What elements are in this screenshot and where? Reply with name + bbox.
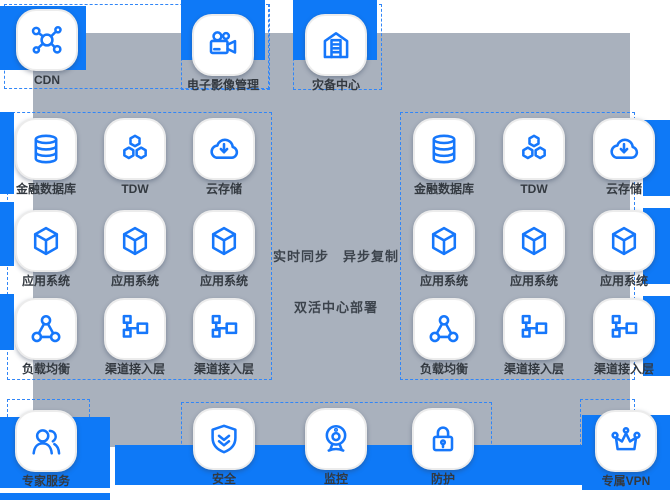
access-layer-node: [104, 298, 166, 360]
database-node: [413, 118, 475, 180]
shield-check-icon: [206, 421, 242, 457]
users-icon: [28, 423, 64, 459]
cube-icon: [426, 223, 462, 259]
cube-node-label: 应用系统: [419, 274, 468, 288]
database-node-label: 金融数据库: [15, 182, 76, 196]
access-layer-node-label: 渠道接入层: [593, 362, 654, 376]
load-balancer-node: [15, 298, 77, 360]
tdw-hexagons-node: [104, 118, 166, 180]
database-node-label: 金融数据库: [413, 182, 474, 196]
access-layer-icon: [117, 311, 153, 347]
lock-node: [412, 408, 474, 470]
cdn-network-node-label: CDN: [34, 73, 60, 87]
cube-node-label: 应用系统: [599, 274, 648, 288]
webcam-icon: [318, 421, 354, 457]
cube-node-label: 应用系统: [110, 274, 159, 288]
cube-icon: [606, 223, 642, 259]
load-balancer-icon: [28, 311, 64, 347]
webcam-node-label: 监控: [323, 472, 348, 486]
tdw-hexagons-node: [503, 118, 565, 180]
cube-icon: [117, 223, 153, 259]
access-layer-node: [503, 298, 565, 360]
cube-node: [503, 210, 565, 272]
video-camera-node: [192, 14, 254, 76]
shield-check-node-label: 安全: [211, 472, 236, 486]
sync-replication-label: 实时同步 异步复制: [272, 249, 399, 264]
cdn-network-node: [16, 9, 78, 71]
dual-active-deployment-label: 双活中心部署: [293, 300, 378, 315]
tdw-hexagons-node-label: TDW: [520, 182, 548, 196]
access-layer-node-label: 渠道接入层: [503, 362, 564, 376]
tdw-hexagons-icon: [117, 131, 153, 167]
tdw-hexagons-icon: [516, 131, 552, 167]
users-node-label: 专家服务: [21, 474, 70, 488]
cloud-download-node-label: 云存储: [205, 182, 242, 196]
cube-node: [593, 210, 655, 272]
cloud-download-node: [193, 118, 255, 180]
access-layer-node-label: 渠道接入层: [193, 362, 254, 376]
access-layer-node: [193, 298, 255, 360]
video-camera-node-label: 电子影像管理: [186, 78, 259, 92]
crown-node: [595, 410, 657, 472]
load-balancer-node-label: 负载均衡: [21, 362, 70, 376]
load-balancer-node-label: 负载均衡: [419, 362, 468, 376]
crown-node-label: 专属VPN: [601, 474, 651, 488]
warehouse-icon: [318, 27, 354, 63]
cube-node: [15, 210, 77, 272]
cube-node: [193, 210, 255, 272]
cube-icon: [516, 223, 552, 259]
video-camera-icon: [205, 27, 241, 63]
shield-check-node: [193, 408, 255, 470]
cloud-download-node-label: 云存储: [605, 182, 642, 196]
lock-icon: [425, 421, 461, 457]
access-layer-icon: [206, 311, 242, 347]
access-layer-icon: [516, 311, 552, 347]
database-node: [15, 118, 77, 180]
lock-node-label: 防护: [430, 472, 455, 486]
cube-node: [413, 210, 475, 272]
cube-icon: [206, 223, 242, 259]
blue-strip-left-2: [0, 202, 14, 266]
access-layer-icon: [606, 311, 642, 347]
load-balancer-icon: [426, 311, 462, 347]
cube-icon: [28, 223, 64, 259]
blue-line-bottom-left: [0, 493, 110, 500]
crown-icon: [608, 423, 644, 459]
webcam-node: [305, 408, 367, 470]
cloud-download-icon: [206, 131, 242, 167]
cdn-network-icon: [29, 22, 65, 58]
blue-strip-left-1: [0, 112, 14, 194]
database-icon: [426, 131, 462, 167]
load-balancer-node: [413, 298, 475, 360]
warehouse-node: [305, 14, 367, 76]
access-layer-node: [593, 298, 655, 360]
users-node: [15, 410, 77, 472]
cube-node-label: 应用系统: [199, 274, 248, 288]
access-layer-node-label: 渠道接入层: [104, 362, 165, 376]
cloud-download-node: [593, 118, 655, 180]
blue-strip-left-3: [0, 294, 14, 350]
warehouse-node-label: 灾备中心: [311, 78, 360, 92]
cloud-download-icon: [606, 131, 642, 167]
cube-node-label: 应用系统: [509, 274, 558, 288]
cube-node: [104, 210, 166, 272]
cube-node-label: 应用系统: [21, 274, 70, 288]
database-icon: [28, 131, 64, 167]
tdw-hexagons-node-label: TDW: [121, 182, 149, 196]
